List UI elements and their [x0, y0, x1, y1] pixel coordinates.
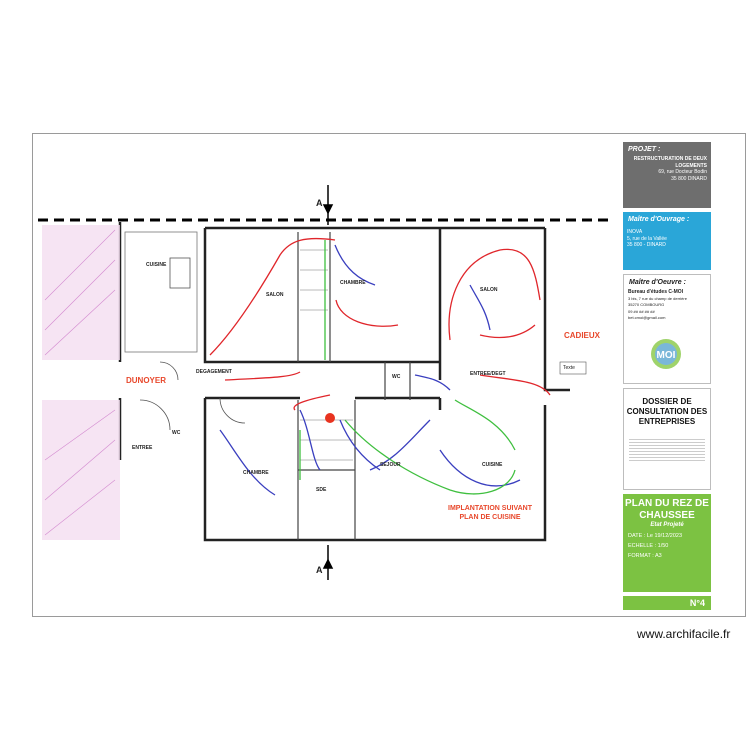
room-cuisine-left: CUISINE: [146, 262, 167, 268]
projet-name: RESTRUCTURATION DE DEUX LOGEMENTS: [633, 156, 707, 169]
hatch-lines: [44, 229, 116, 536]
room-chambre-bottom: CHAMBRE: [243, 470, 269, 476]
titleblock-plan: PLAN DU REZ DE CHAUSSEE Etat Projeté DAT…: [623, 494, 711, 592]
titleblock-number: N°4: [623, 596, 711, 610]
texte-label: Texte: [563, 365, 575, 371]
dce-notes: [629, 437, 705, 461]
room-degagement: DEGAGEMENT: [196, 369, 232, 375]
interior-walls: [297, 232, 411, 540]
section-top-label: A: [316, 198, 323, 208]
plan-format: FORMAT : A3: [628, 553, 662, 559]
green-circuits: [299, 240, 516, 495]
room-sejour: SEJOUR: [380, 462, 401, 468]
mo-heading: Maître d'Ouvrage :: [628, 216, 690, 223]
titleblock-dce: DOSSIER DE CONSULTATION DES ENTREPRISES: [623, 388, 711, 490]
room-chambre-top: CHAMBRE: [340, 280, 366, 286]
moe-addr1: 3 bis, 7 rue du champ de derrière: [628, 295, 687, 301]
room-salon-right: SALON: [480, 287, 498, 293]
moe-name: Bureau d'études C-MOI: [628, 289, 684, 295]
plan-echelle: ECHELLE : 1/50: [628, 543, 669, 549]
moe-tel: 09 ## ## ## ##: [628, 308, 655, 314]
titleblock-projet: PROJET : RESTRUCTURATION DE DEUX LOGEMEN…: [623, 142, 711, 208]
section-markers: [322, 185, 334, 580]
projet-addr2: 35 800 DINARD: [671, 175, 707, 182]
cmoi-logo: MOI: [651, 339, 681, 369]
plan-subtitle: Etat Projeté: [650, 522, 684, 528]
room-sde: SDE: [316, 487, 327, 493]
mo-addr1: 5, rue de la Vallée: [627, 235, 667, 242]
neighbor-left-label: DUNOYER: [126, 376, 167, 385]
plan-title: PLAN DU REZ DE CHAUSSEE: [625, 498, 709, 521]
section-bottom-label: A: [316, 565, 323, 575]
kitchen-note: IMPLANTATION SUIVANT PLAN DE CUISINE: [448, 505, 532, 521]
dce-title: DOSSIER DE CONSULTATION DES ENTREPRISES: [626, 397, 708, 426]
moe-mail: bet.cmoi@gmail.com: [628, 315, 666, 320]
room-salon-left: SALON: [266, 292, 284, 298]
walls: [118, 222, 570, 542]
titleblock-maitre-ouvrage: Maître d'Ouvrage : INOVA 5, rue de la Va…: [623, 212, 711, 270]
mo-addr2: 35 800 - DINARD: [627, 242, 666, 248]
plan-meta: DATE : Le 19/12/2023 ECHELLE : 1/50 FORM…: [623, 528, 711, 561]
room-wc-mid: WC: [392, 374, 401, 380]
red-marker: [325, 413, 335, 423]
neighbor-right-label: CADIEUX: [564, 331, 601, 340]
red-circuits: [209, 237, 551, 411]
hatched-zones: [42, 225, 120, 540]
room-cuisine-right: CUISINE: [482, 462, 503, 468]
room-entree-right: ENTREE/DEGT: [470, 371, 506, 377]
logo-text: MOI: [657, 350, 676, 361]
mo-name: INOVA: [627, 229, 643, 235]
blue-circuits: [219, 244, 521, 496]
room-wc-left: WC: [172, 430, 181, 436]
sheet-number: N°4: [689, 598, 705, 608]
plan-date: DATE : Le 19/12/2023: [628, 533, 683, 539]
moe-addr2: 35270 COMBOURG: [628, 302, 665, 307]
moe-heading: Maître d'Oeuvre :: [629, 279, 686, 286]
watermark: www.archifacile.fr: [637, 627, 731, 641]
projet-heading: PROJET :: [628, 146, 661, 153]
room-entree-left: ENTREE: [132, 445, 153, 451]
projet-addr1: 69, rue Docteur Bodin: [658, 169, 707, 175]
